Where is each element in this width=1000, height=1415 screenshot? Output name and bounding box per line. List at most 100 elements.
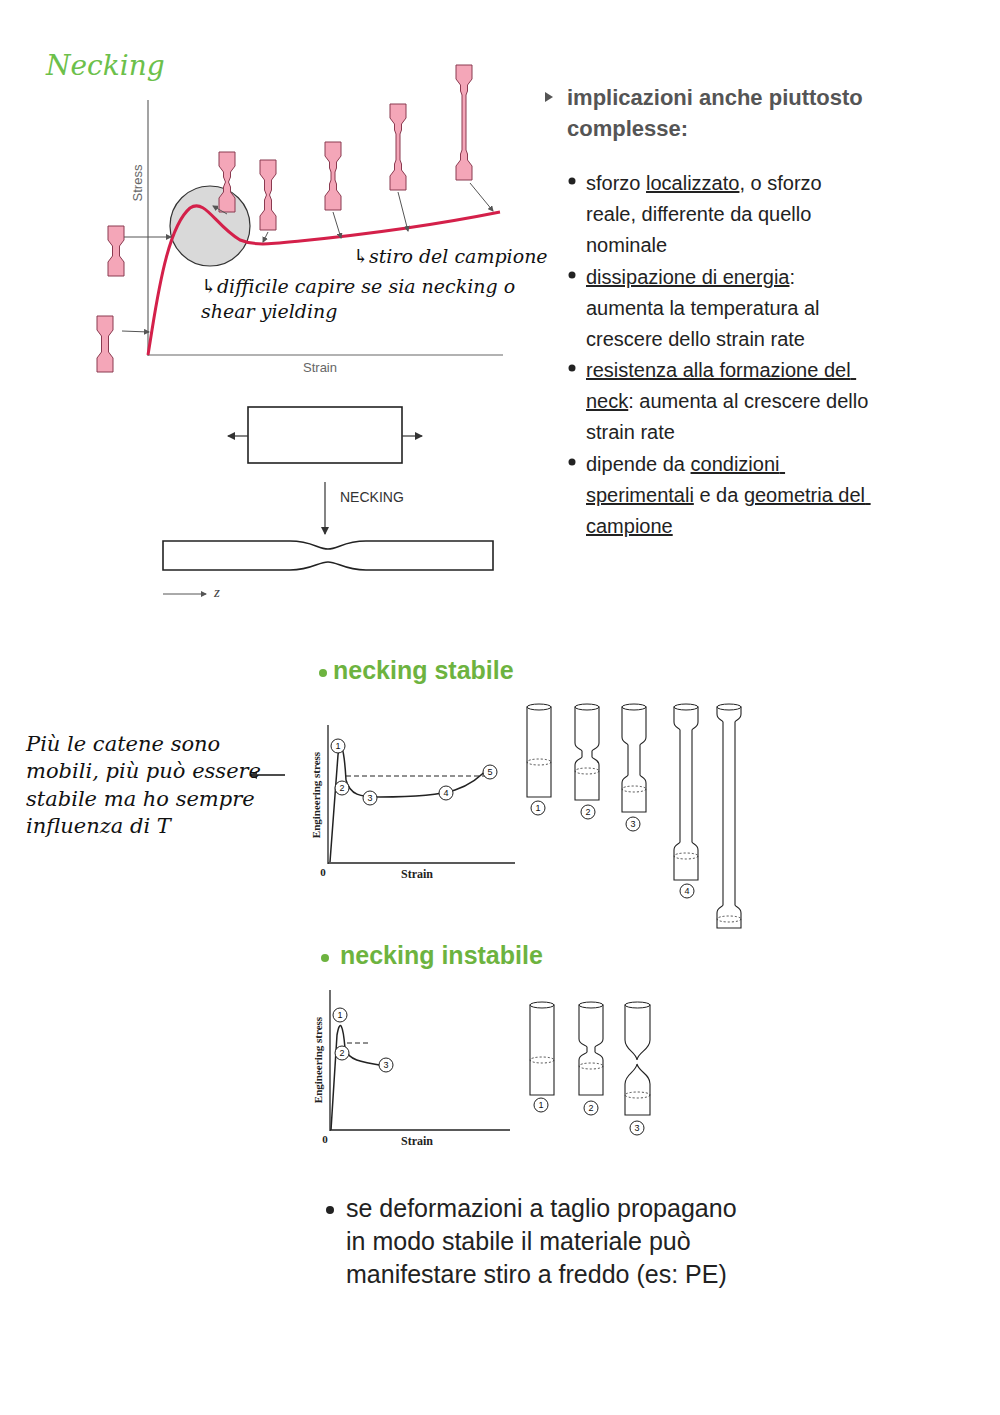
section-heading: necking instabile — [340, 941, 640, 970]
dashed-ring — [530, 1057, 554, 1063]
dashed-ring — [579, 1063, 603, 1069]
bullet — [569, 459, 576, 466]
specimen — [456, 65, 472, 180]
dashed-ring — [527, 759, 551, 765]
cylinder-top — [579, 1002, 603, 1008]
cylinder — [575, 707, 599, 800]
cylinder — [622, 707, 646, 812]
bullet-text: dissipazione di energia: aumenta la temp… — [586, 262, 876, 355]
specimens — [97, 65, 472, 372]
cylinder — [717, 707, 741, 928]
bullet — [569, 272, 576, 279]
highlight-circle — [170, 186, 250, 266]
axis-origin: 0 — [322, 1133, 328, 1145]
dashed-line — [347, 1043, 368, 1044]
text-run: sforzo — [586, 172, 646, 194]
cylinder-top — [530, 1002, 554, 1008]
broken-top — [625, 1005, 650, 1060]
handwritten-note: Più le catene sono mobili, più può esser… — [26, 731, 288, 840]
callout-number: 1 — [331, 739, 346, 754]
callout-number: 4 — [680, 884, 695, 899]
stress-curve — [331, 1026, 385, 1130]
cylinder — [530, 1005, 554, 1095]
callout-number: 3 — [363, 791, 378, 806]
x-axis — [330, 1129, 510, 1130]
specimen — [97, 316, 113, 372]
bullet-text: sforzo localizzato, o sforzo reale, diff… — [586, 168, 876, 261]
cylinder-top — [717, 704, 741, 710]
cylinder-top — [674, 704, 698, 710]
axis-label: Strain — [303, 360, 337, 375]
bullet — [569, 365, 576, 372]
callout-number: 3 — [379, 1058, 394, 1073]
bullet — [326, 1206, 334, 1214]
axis-origin: 0 — [320, 866, 326, 878]
x-axis — [148, 354, 503, 355]
bar — [248, 407, 402, 463]
bullet — [569, 178, 576, 185]
cylinder-top — [622, 704, 646, 710]
callout-number: 5 — [483, 765, 498, 780]
text-run: localizzato — [646, 172, 739, 194]
axis-label: Strain — [401, 867, 433, 882]
down-arrow — [324, 482, 325, 534]
x-axis — [328, 862, 515, 863]
section-heading: implicazioni anche piuttosto complesse: — [567, 82, 917, 144]
dashed-ring — [575, 768, 599, 774]
callout-number: 3 — [626, 817, 641, 832]
cylinder-top — [575, 704, 599, 710]
cylinder — [674, 707, 698, 880]
dashed-ring — [622, 786, 646, 792]
callout-number: 2 — [335, 1046, 350, 1061]
dashed-line — [346, 776, 488, 777]
handwritten-note: ↳difficile capire se sia necking o shear… — [201, 274, 546, 323]
specimen — [325, 142, 341, 210]
callout-number: 2 — [584, 1101, 599, 1116]
bullet-triangle — [545, 92, 553, 102]
dashed-ring — [717, 916, 741, 922]
text-run: dissipazione di energia — [586, 266, 789, 288]
broken-bottom — [625, 1064, 650, 1115]
stress-curve — [330, 746, 490, 862]
specimen — [260, 160, 276, 230]
axis-label: z — [214, 584, 220, 601]
callout-number: 2 — [581, 805, 596, 820]
axis-label: Engineering stress — [310, 752, 322, 838]
specimen — [219, 152, 235, 212]
z-arrow — [163, 594, 206, 595]
specimen — [108, 226, 124, 276]
bullet-text: resistenza alla formazione del neck: aum… — [586, 355, 876, 448]
callout-number: 1 — [534, 1098, 549, 1113]
text-run: e da — [694, 484, 744, 506]
y-axis — [147, 100, 148, 356]
axis-label: Stress — [130, 165, 145, 202]
cylinders — [527, 704, 741, 1115]
necked-bar — [163, 541, 493, 570]
y-axis — [327, 725, 328, 864]
bullet-text: se deformazioni a taglio propagano in mo… — [346, 1192, 756, 1291]
y-axis — [329, 990, 330, 1131]
text-run: dipende da — [586, 453, 691, 475]
handwritten-note: ↳stiro del campione — [353, 244, 573, 269]
cylinder — [527, 707, 551, 797]
cylinder — [579, 1005, 603, 1095]
callout-number: 1 — [531, 801, 546, 816]
axis-label: Strain — [401, 1134, 433, 1149]
arrow-label: NECKING — [340, 489, 404, 505]
specimen — [390, 104, 406, 190]
section-heading: necking stabile — [333, 656, 633, 685]
text-run: : aumenta al crescere dello strain rate — [586, 390, 874, 443]
cylinder-top — [625, 1002, 650, 1008]
pull-arrow — [402, 435, 422, 436]
bullet — [319, 669, 327, 677]
callout-number: 2 — [335, 781, 350, 796]
pull-arrow — [228, 435, 248, 436]
callout-number: 3 — [630, 1121, 645, 1136]
callout-number: 4 — [439, 786, 454, 801]
cylinder-top — [527, 704, 551, 710]
bullet — [321, 954, 329, 962]
callout-number: 1 — [333, 1008, 348, 1023]
dashed-ring — [674, 853, 698, 859]
bullet-text: dipende da condizioni sperimentali e da … — [586, 449, 876, 542]
